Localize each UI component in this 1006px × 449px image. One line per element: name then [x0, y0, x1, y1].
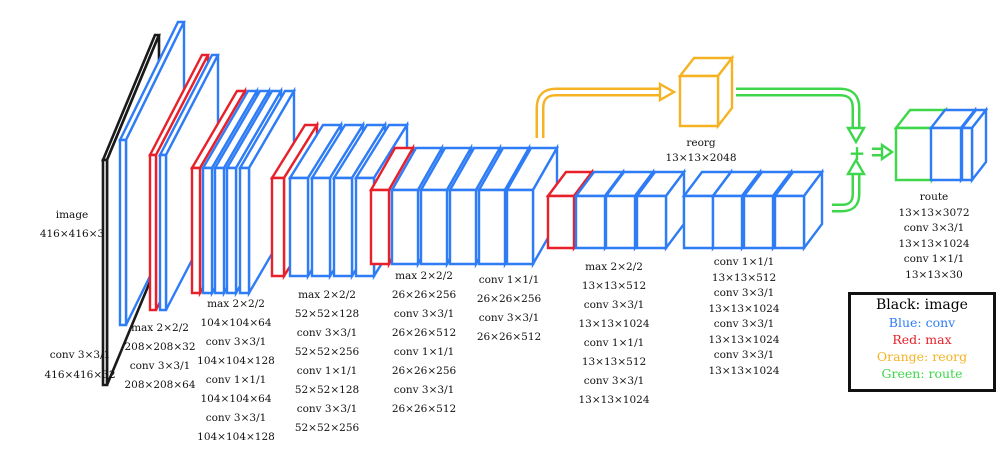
stage6b-label-2: conv 3×3/1 — [713, 287, 775, 299]
legend-item-route: Green: route — [881, 366, 963, 381]
legend-item-max: Red: max — [892, 332, 952, 347]
stage3-label-4: conv 1×1/1 — [205, 374, 267, 386]
legend-item-reorg: Orange: reorg — [876, 349, 968, 364]
stage5a-label-2: conv 3×3/1 — [393, 308, 455, 320]
stage4-label-5: 52×52×128 — [294, 384, 360, 396]
stage6a-label-3: 13×13×1024 — [578, 318, 650, 330]
stage2-label-3: 208×208×64 — [124, 379, 196, 391]
stage5b-label-0: conv 1×1/1 — [478, 274, 540, 286]
stage5a-label-7: 26×26×512 — [391, 403, 457, 415]
route-arrow-right — [872, 142, 895, 162]
route-label-2: conv 3×3/1 — [903, 222, 965, 234]
stage3-label-6: conv 3×3/1 — [205, 412, 267, 424]
stage5a-label-1: 26×26×256 — [391, 289, 457, 301]
stage6b-label-5: 13×13×1024 — [708, 333, 780, 346]
stage2-label-1: 208×208×32 — [124, 341, 196, 353]
stage5a-label-6: conv 3×3/1 — [393, 384, 455, 396]
stage6b-label-7: 13×13×1024 — [708, 364, 780, 377]
legend-box: Black: image Blue: conv Red: max Orange:… — [848, 292, 996, 392]
stage6a-label-2: conv 3×3/1 — [583, 299, 645, 311]
layer-blocks — [101, 20, 989, 387]
stage6b-label-6: conv 3×3/1 — [713, 349, 775, 361]
route-label-5: 13×13×30 — [905, 268, 963, 281]
route-label-0: route — [919, 191, 949, 203]
route-label-4: conv 1×1/1 — [903, 253, 965, 265]
stage4-label-4: conv 1×1/1 — [296, 365, 358, 377]
image-label: image — [55, 209, 89, 221]
stage6b-label-1: 13×13×512 — [711, 271, 777, 284]
stage4-label-3: 52×52×256 — [294, 346, 360, 358]
stage6a-label-5: 13×13×512 — [581, 356, 647, 368]
stage1-op-label: conv 3×3/1 — [49, 349, 111, 361]
stage5b-label-3: 26×26×512 — [476, 331, 542, 343]
stage3-label-7: 104×104×128 — [197, 431, 275, 443]
stage3-label-5: 104×104×64 — [200, 393, 272, 405]
route-label-1: 13×13×3072 — [898, 206, 970, 219]
stage5a-label-4: conv 1×1/1 — [393, 346, 455, 358]
stage3-label-0: max 2×2/2 — [207, 298, 265, 310]
route-arrow-top — [736, 87, 867, 145]
stage5a-label-5: 26×26×256 — [391, 365, 457, 377]
legend-title: Black: image — [876, 297, 968, 313]
stage4-label-6: conv 3×3/1 — [296, 403, 358, 415]
stage6a-label-7: 13×13×1024 — [578, 394, 650, 406]
route-label-3: 13×13×1024 — [898, 237, 970, 250]
stage4-label-2: conv 3×3/1 — [296, 327, 358, 339]
stage6a-label-4: conv 1×1/1 — [583, 337, 645, 349]
image-size-label: 416×416×3 — [39, 228, 105, 240]
reorg-label: reorg — [686, 137, 716, 149]
stage5a-label-3: 26×26×512 — [391, 327, 457, 339]
stage6b-label-4: conv 3×3/1 — [713, 318, 775, 330]
reorg-arrow — [535, 81, 677, 138]
stage3-label-3: 104×104×128 — [197, 355, 275, 367]
stage6a-label-1: 13×13×512 — [581, 280, 647, 292]
reorg-size-label: 13×13×2048 — [665, 152, 737, 164]
connection-arrows: + — [535, 81, 895, 213]
stage3-label-1: 104×104×64 — [200, 317, 272, 329]
stage5b-label-2: conv 3×3/1 — [478, 312, 540, 324]
stage4-label-7: 52×52×256 — [294, 422, 360, 434]
stage2-conv — [158, 53, 220, 312]
route-arrow-bottom — [832, 157, 867, 213]
legend-item-conv: Blue: conv — [888, 315, 956, 330]
route-conv-2 — [959, 106, 989, 184]
stage6a-label-0: max 2×2/2 — [585, 261, 643, 273]
plus-symbol: + — [849, 141, 866, 165]
stage1-size-label: 416×416×32 — [44, 369, 116, 381]
stage5-conv-4 — [504, 143, 560, 269]
reorg-block — [677, 54, 735, 130]
stage6b-label-3: 13×13×1024 — [708, 302, 780, 315]
stage3-label-2: conv 3×3/1 — [205, 336, 267, 348]
stage5b-label-1: 26×26×256 — [476, 293, 542, 305]
stage4-label-0: max 2×2/2 — [298, 289, 356, 301]
stage2-label-2: conv 3×3/1 — [129, 360, 191, 372]
stage6-conv-2 — [634, 168, 687, 252]
stage5a-label-0: max 2×2/2 — [395, 270, 453, 282]
stage4-label-1: 52×52×128 — [294, 308, 360, 320]
stage6a-label-6: conv 3×3/1 — [583, 375, 645, 387]
stage2-label-0: max 2×2/2 — [131, 322, 189, 334]
stage6b-label-0: conv 1×1/1 — [713, 256, 775, 268]
stage6-conv-6 — [772, 168, 825, 252]
